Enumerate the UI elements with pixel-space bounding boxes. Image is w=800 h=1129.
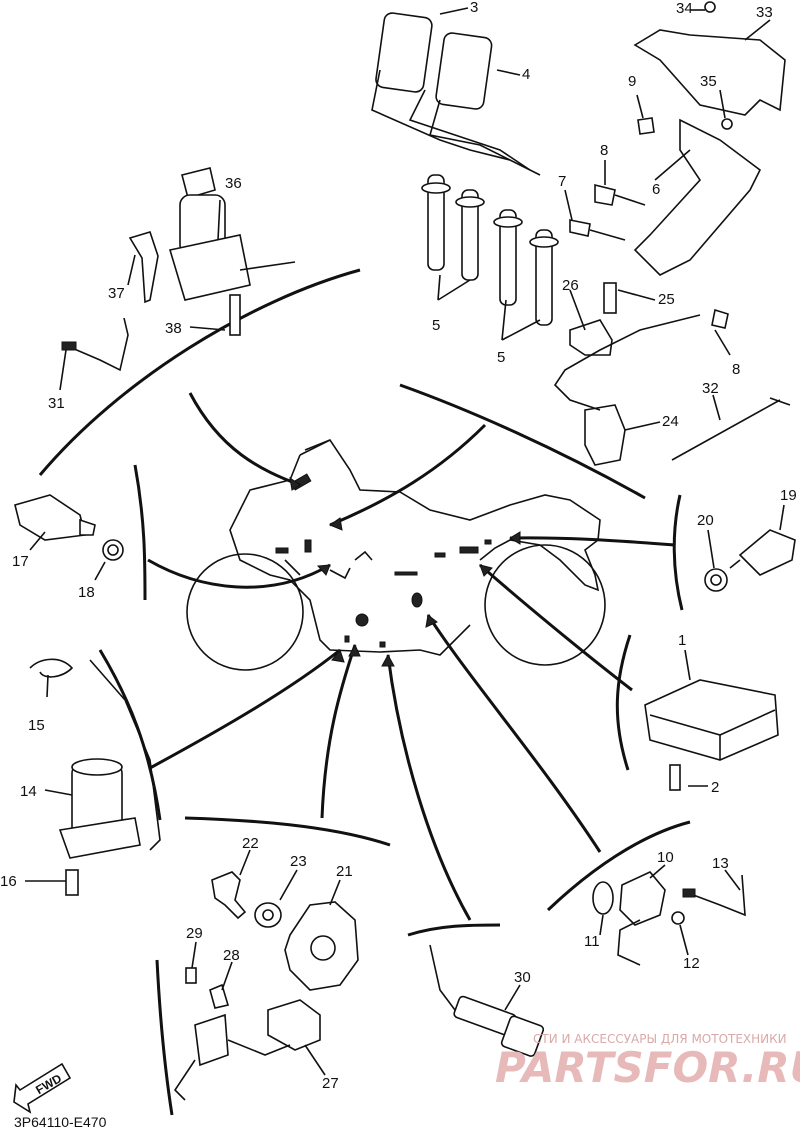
callout-12: 12 [683, 955, 700, 972]
callout-labels: 3 4 5 5 34 33 9 35 8 6 7 26 25 8 32 24 3… [0, 0, 797, 1092]
plug-caps [421, 174, 559, 326]
catalog-code: 3P64110-E470 [14, 1114, 107, 1129]
bracket-6 [633, 118, 762, 276]
callout-17: 17 [12, 553, 29, 570]
callout-23: 23 [290, 853, 307, 870]
callout-3: 3 [470, 0, 478, 16]
callout-31: 31 [48, 395, 65, 412]
callout-20: 20 [697, 512, 714, 529]
callout-leaders [25, 7, 785, 1076]
motorcycle-outline [186, 438, 606, 671]
callout-34: 34 [676, 0, 693, 17]
watermark-tagline: СТИ И АКСЕССУАРЫ ДЛЯ МОТОТЕХНИКИ [533, 1032, 787, 1046]
callout-9: 9 [628, 73, 636, 90]
ecu-1 [644, 679, 779, 791]
callout-37: 37 [108, 285, 125, 302]
callout-26: 26 [562, 277, 579, 294]
cover-33 [633, 29, 786, 116]
callout-10: 10 [657, 849, 674, 866]
callout-18: 18 [78, 584, 95, 601]
o2-sensor-30 [429, 944, 545, 1057]
callout-1: 1 [678, 632, 686, 649]
sensor-lead-31 [61, 317, 129, 372]
fwd-arrow-icon: FWD [13, 1062, 72, 1114]
callout-2: 2 [711, 779, 719, 796]
callout-21: 21 [336, 863, 353, 880]
watermark-brand: PARTSFOR.RU [495, 1043, 800, 1092]
callout-24: 24 [662, 413, 679, 430]
callout-11: 11 [584, 933, 600, 950]
ignition-coil-group [371, 12, 559, 341]
solenoid-group [29, 658, 161, 896]
callout-38: 38 [165, 320, 182, 337]
callout-16: 16 [0, 873, 17, 890]
group-boundaries [38, 268, 691, 1116]
callout-25: 25 [658, 291, 675, 308]
main-switch-group [128, 167, 296, 336]
callout-5a: 5 [432, 317, 440, 334]
pickup-group [173, 871, 359, 1101]
callout-27: 27 [322, 1075, 339, 1092]
callout-5b: 5 [497, 349, 505, 366]
callout-7: 7 [558, 173, 566, 190]
bracket-group [569, 1, 786, 329]
temp-sensor-group [14, 494, 124, 561]
ignition-coil-3 [375, 12, 433, 93]
callout-13: 13 [712, 855, 729, 872]
callout-19: 19 [780, 487, 797, 504]
callout-8a: 8 [600, 142, 608, 159]
sensor-group-19 [704, 529, 796, 592]
callout-4: 4 [522, 66, 530, 83]
sensor-group-24 [553, 282, 791, 466]
ignition-coil-4 [435, 32, 493, 110]
callout-15: 15 [28, 717, 45, 734]
callout-33: 33 [756, 4, 773, 21]
callout-36: 36 [225, 175, 242, 192]
sensor-group-10 [592, 871, 746, 966]
callout-29: 29 [186, 925, 203, 942]
callout-32: 32 [702, 380, 719, 397]
callout-14: 14 [20, 783, 37, 800]
callout-22: 22 [242, 835, 259, 852]
callout-6: 6 [652, 181, 660, 198]
leader-lines [147, 392, 676, 921]
key-37 [128, 231, 159, 304]
callout-8b: 8 [732, 361, 740, 378]
callout-28: 28 [223, 947, 240, 964]
callout-30: 30 [514, 969, 531, 986]
callout-35: 35 [700, 73, 717, 90]
